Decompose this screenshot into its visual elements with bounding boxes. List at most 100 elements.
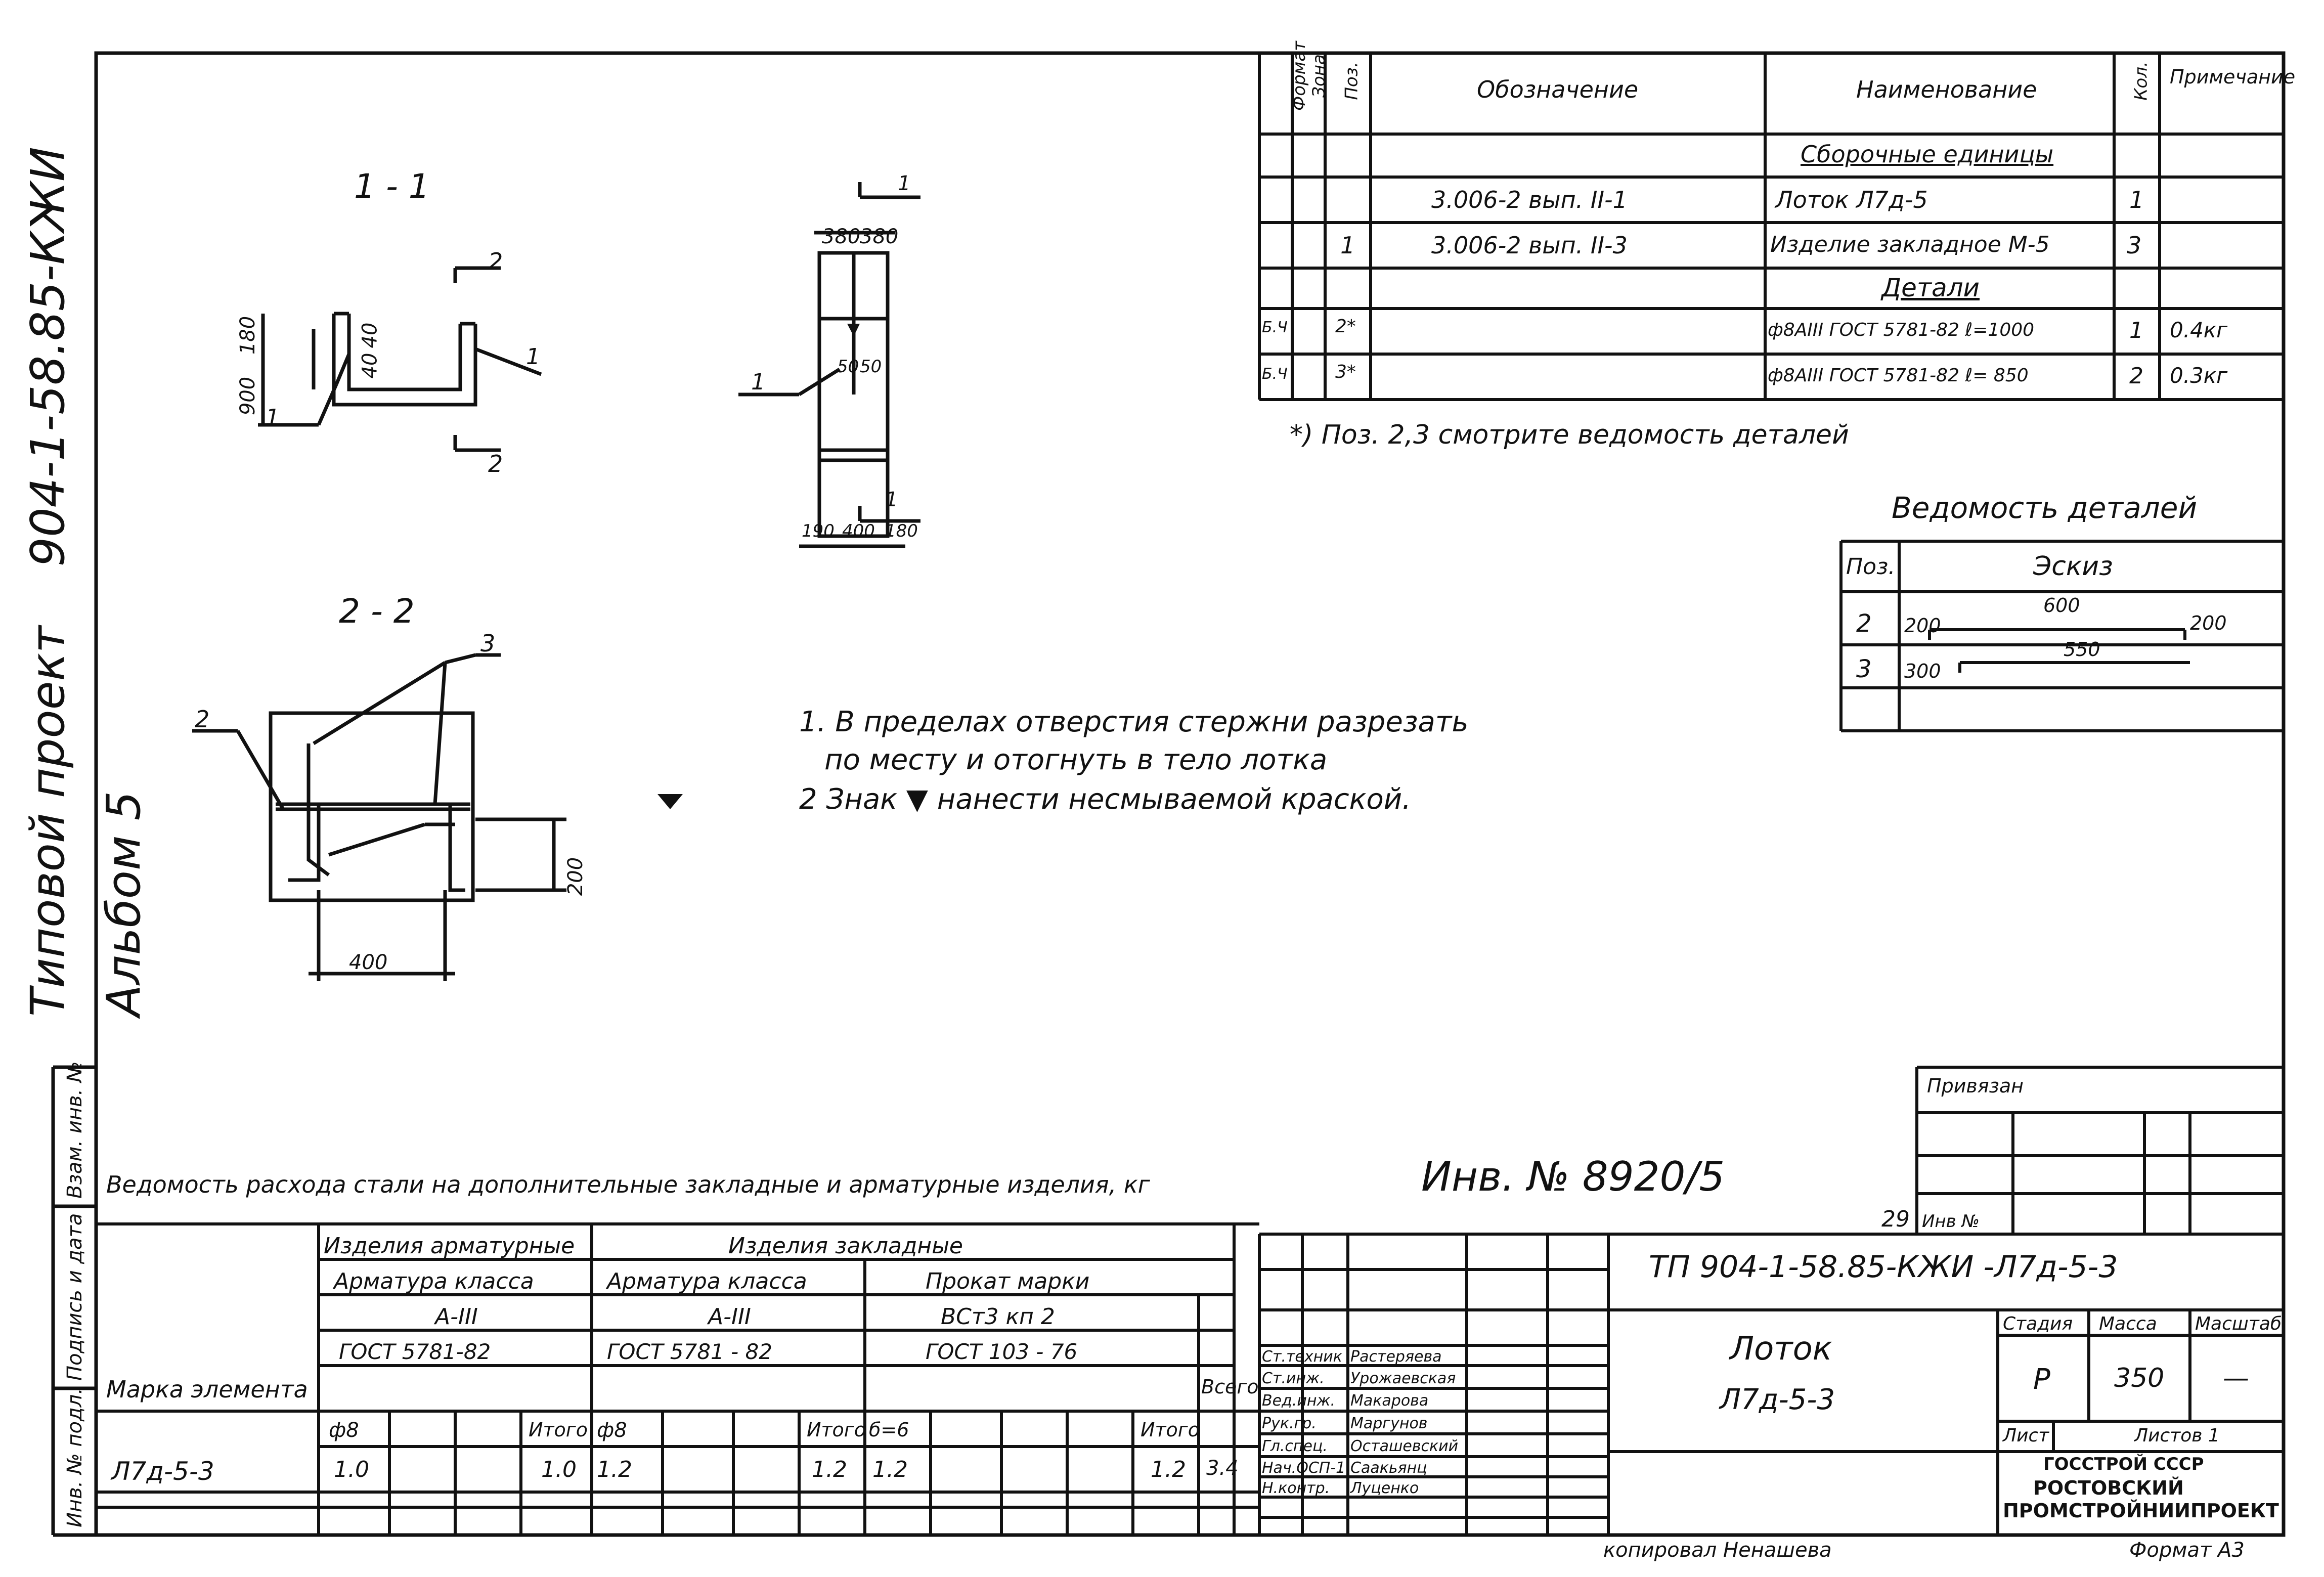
steel-diam-1: ф8 — [329, 1419, 359, 1442]
stamp-scale: — — [2223, 1363, 2249, 1393]
inventory-number: Инв. № 8920/5 — [1421, 1153, 1725, 1200]
section-1-1-drawing — [258, 266, 542, 452]
dim-label: 400 — [842, 521, 875, 541]
steel-total-1: Итого — [529, 1419, 588, 1441]
stamp-role: Рук.гр. — [1262, 1415, 1317, 1432]
dim-label: 400 — [349, 951, 388, 974]
spec-row-name: Детали — [1881, 273, 1980, 302]
steel-class-2: А-III — [708, 1304, 751, 1330]
stamp-role: Вед.инж. — [1262, 1392, 1335, 1410]
stamp-mass-header: Масса — [2099, 1313, 2157, 1334]
section-mark: 1 — [898, 172, 911, 195]
steel-mark-header: Марка элемента — [106, 1376, 308, 1403]
stamp-person: Урожаевская — [1350, 1370, 1456, 1387]
steel-thick-3: б=6 — [869, 1419, 909, 1441]
steel-row-total: 3.4 — [1206, 1457, 1239, 1480]
steel-group-rolled: Прокат марки — [926, 1268, 1090, 1294]
stamp-role: Нач.ОСП-1 — [1262, 1459, 1346, 1477]
dim-label: 900 — [236, 376, 260, 416]
steel-grade: ВСт3 кп 2 — [941, 1304, 1055, 1330]
project-label: Типовой проект — [21, 626, 75, 1017]
stamp-role: Н.контр. — [1262, 1479, 1330, 1497]
drawing-frame — [94, 51, 2286, 1537]
spec-row-name: Лоток Л7д-5 — [1775, 186, 1928, 213]
stamp-role: Ст.инж. — [1262, 1370, 1325, 1387]
callout-label: 1 — [266, 405, 280, 430]
stamp-sheets: Листов 1 — [2134, 1425, 2220, 1446]
spec-row-name: ф8АIII ГОСТ 5781-82 ℓ=1000 — [1768, 320, 2035, 340]
spec-row-format: Б.Ч — [1262, 365, 1288, 383]
org-line: ГОССТРОЙ СССР — [2043, 1454, 2204, 1474]
inv-short-label: Инв № — [1922, 1211, 1980, 1232]
steel-total-3: Итого — [1141, 1419, 1200, 1441]
stamp-inv-podl: Инв. № подл. — [63, 1388, 86, 1527]
steel-row-t3: 1.2 — [1151, 1457, 1186, 1482]
note-line: 2 Знак ▼ нанести несмываемой краской. — [799, 783, 1411, 816]
document-title: Лоток — [1730, 1330, 1832, 1368]
steel-class-1: А-III — [435, 1304, 478, 1330]
document-designation: ТП 904-1-58.85-КЖИ -Л7д-5-3 — [1649, 1249, 2118, 1285]
sheet-number: 29 — [1881, 1206, 1910, 1232]
spec-row-qty: 1 — [2129, 318, 2143, 343]
dim-label: 180 — [885, 521, 918, 541]
spec-row-format: Б.Ч — [1262, 319, 1288, 336]
details-row-right: 200 — [2190, 612, 2227, 634]
section-title-2-2: 2 - 2 — [339, 592, 415, 631]
spec-row-qty: 3 — [2127, 232, 2142, 259]
steel-group-embedded-items: Изделия закладные — [728, 1233, 963, 1259]
spec-row-designation: 3.006-2 вып. II-1 — [1431, 186, 1628, 213]
callout-label: 1 — [526, 344, 540, 370]
steel-row-v3: 1.2 — [872, 1457, 908, 1482]
spec-row-designation: 3.006-2 вып. II-3 — [1431, 232, 1628, 259]
steel-gost-2: ГОСТ 5781 - 82 — [607, 1339, 772, 1364]
stamp-person: Растеряева — [1350, 1348, 1442, 1366]
stamp-scale-header: Масштаб — [2195, 1313, 2282, 1334]
callout-label: 1 — [751, 369, 765, 395]
section-mark: 1 — [885, 488, 898, 511]
details-header-sketch: Эскиз — [2033, 551, 2113, 582]
triangle-mark — [657, 794, 683, 809]
steel-total-2: Итого — [807, 1419, 866, 1441]
section-title-1-1: 1 - 1 — [354, 167, 430, 206]
section-mark: 2 — [488, 450, 503, 477]
stamp-stage: Р — [2033, 1363, 2050, 1396]
details-row-left: 300 — [1904, 660, 1941, 682]
privyazan-label: Привязан — [1927, 1075, 2024, 1097]
spec-header-name: Наименование — [1856, 76, 2037, 103]
spec-row-note: 0.3кг — [2170, 363, 2228, 388]
spec-row-note: 0.4кг — [2170, 318, 2228, 342]
note-line: по месту и отогнуть в тело лотка — [824, 743, 1328, 776]
stamp-person: Маргунов — [1350, 1415, 1428, 1432]
callout-label: 3 — [480, 630, 496, 657]
side-project-label: Типовой проект 904-1-58.85-КЖИ Альбом 5 — [10, 5, 151, 1017]
dim-label: 380 — [860, 225, 899, 248]
steel-table-lines — [96, 1222, 1259, 1535]
details-row-pos: 2 — [1856, 609, 1872, 638]
spec-table-lines — [1258, 53, 2284, 401]
callout-label: 2 — [195, 706, 210, 733]
spec-header-pos: Поз. — [1341, 62, 1362, 100]
details-row-mid: 600 — [2043, 594, 2080, 617]
spec-row-pos: 3* — [1335, 362, 1356, 382]
stamp-signature-date: Подпись и дата — [63, 1213, 86, 1381]
steel-total-header: Всего — [1201, 1376, 1259, 1398]
steel-group-class-2: Арматура класса — [607, 1268, 807, 1294]
steel-row-v2: 1.2 — [597, 1457, 632, 1482]
stamp-inv-replace: Взам. инв. № — [63, 1061, 86, 1199]
dim-label: 40 — [358, 322, 382, 348]
section-2-2-drawing — [192, 653, 566, 981]
spec-row-name: Сборочные единицы — [1801, 141, 2054, 168]
details-row-pos: 3 — [1856, 655, 1872, 683]
steel-gost-1: ГОСТ 5781-82 — [339, 1339, 491, 1364]
stamp-person: Осташевский — [1350, 1437, 1459, 1455]
spec-row-qty: 1 — [2129, 186, 2144, 213]
steel-table-title: Ведомость расхода стали на дополнительны… — [106, 1171, 1150, 1198]
details-title: Ведомость деталей — [1892, 491, 2198, 525]
stamp-stage-header: Стадия — [2003, 1313, 2073, 1334]
dim-label: 190 — [802, 521, 835, 541]
steel-row-mark: Л7д-5-3 — [111, 1457, 214, 1486]
stamp-role: Ст.техник — [1262, 1348, 1342, 1366]
spec-row-qty: 2 — [2129, 363, 2143, 389]
dim-label: 380 — [822, 225, 861, 248]
steel-gost-3: ГОСТ 103 - 76 — [926, 1339, 1078, 1364]
